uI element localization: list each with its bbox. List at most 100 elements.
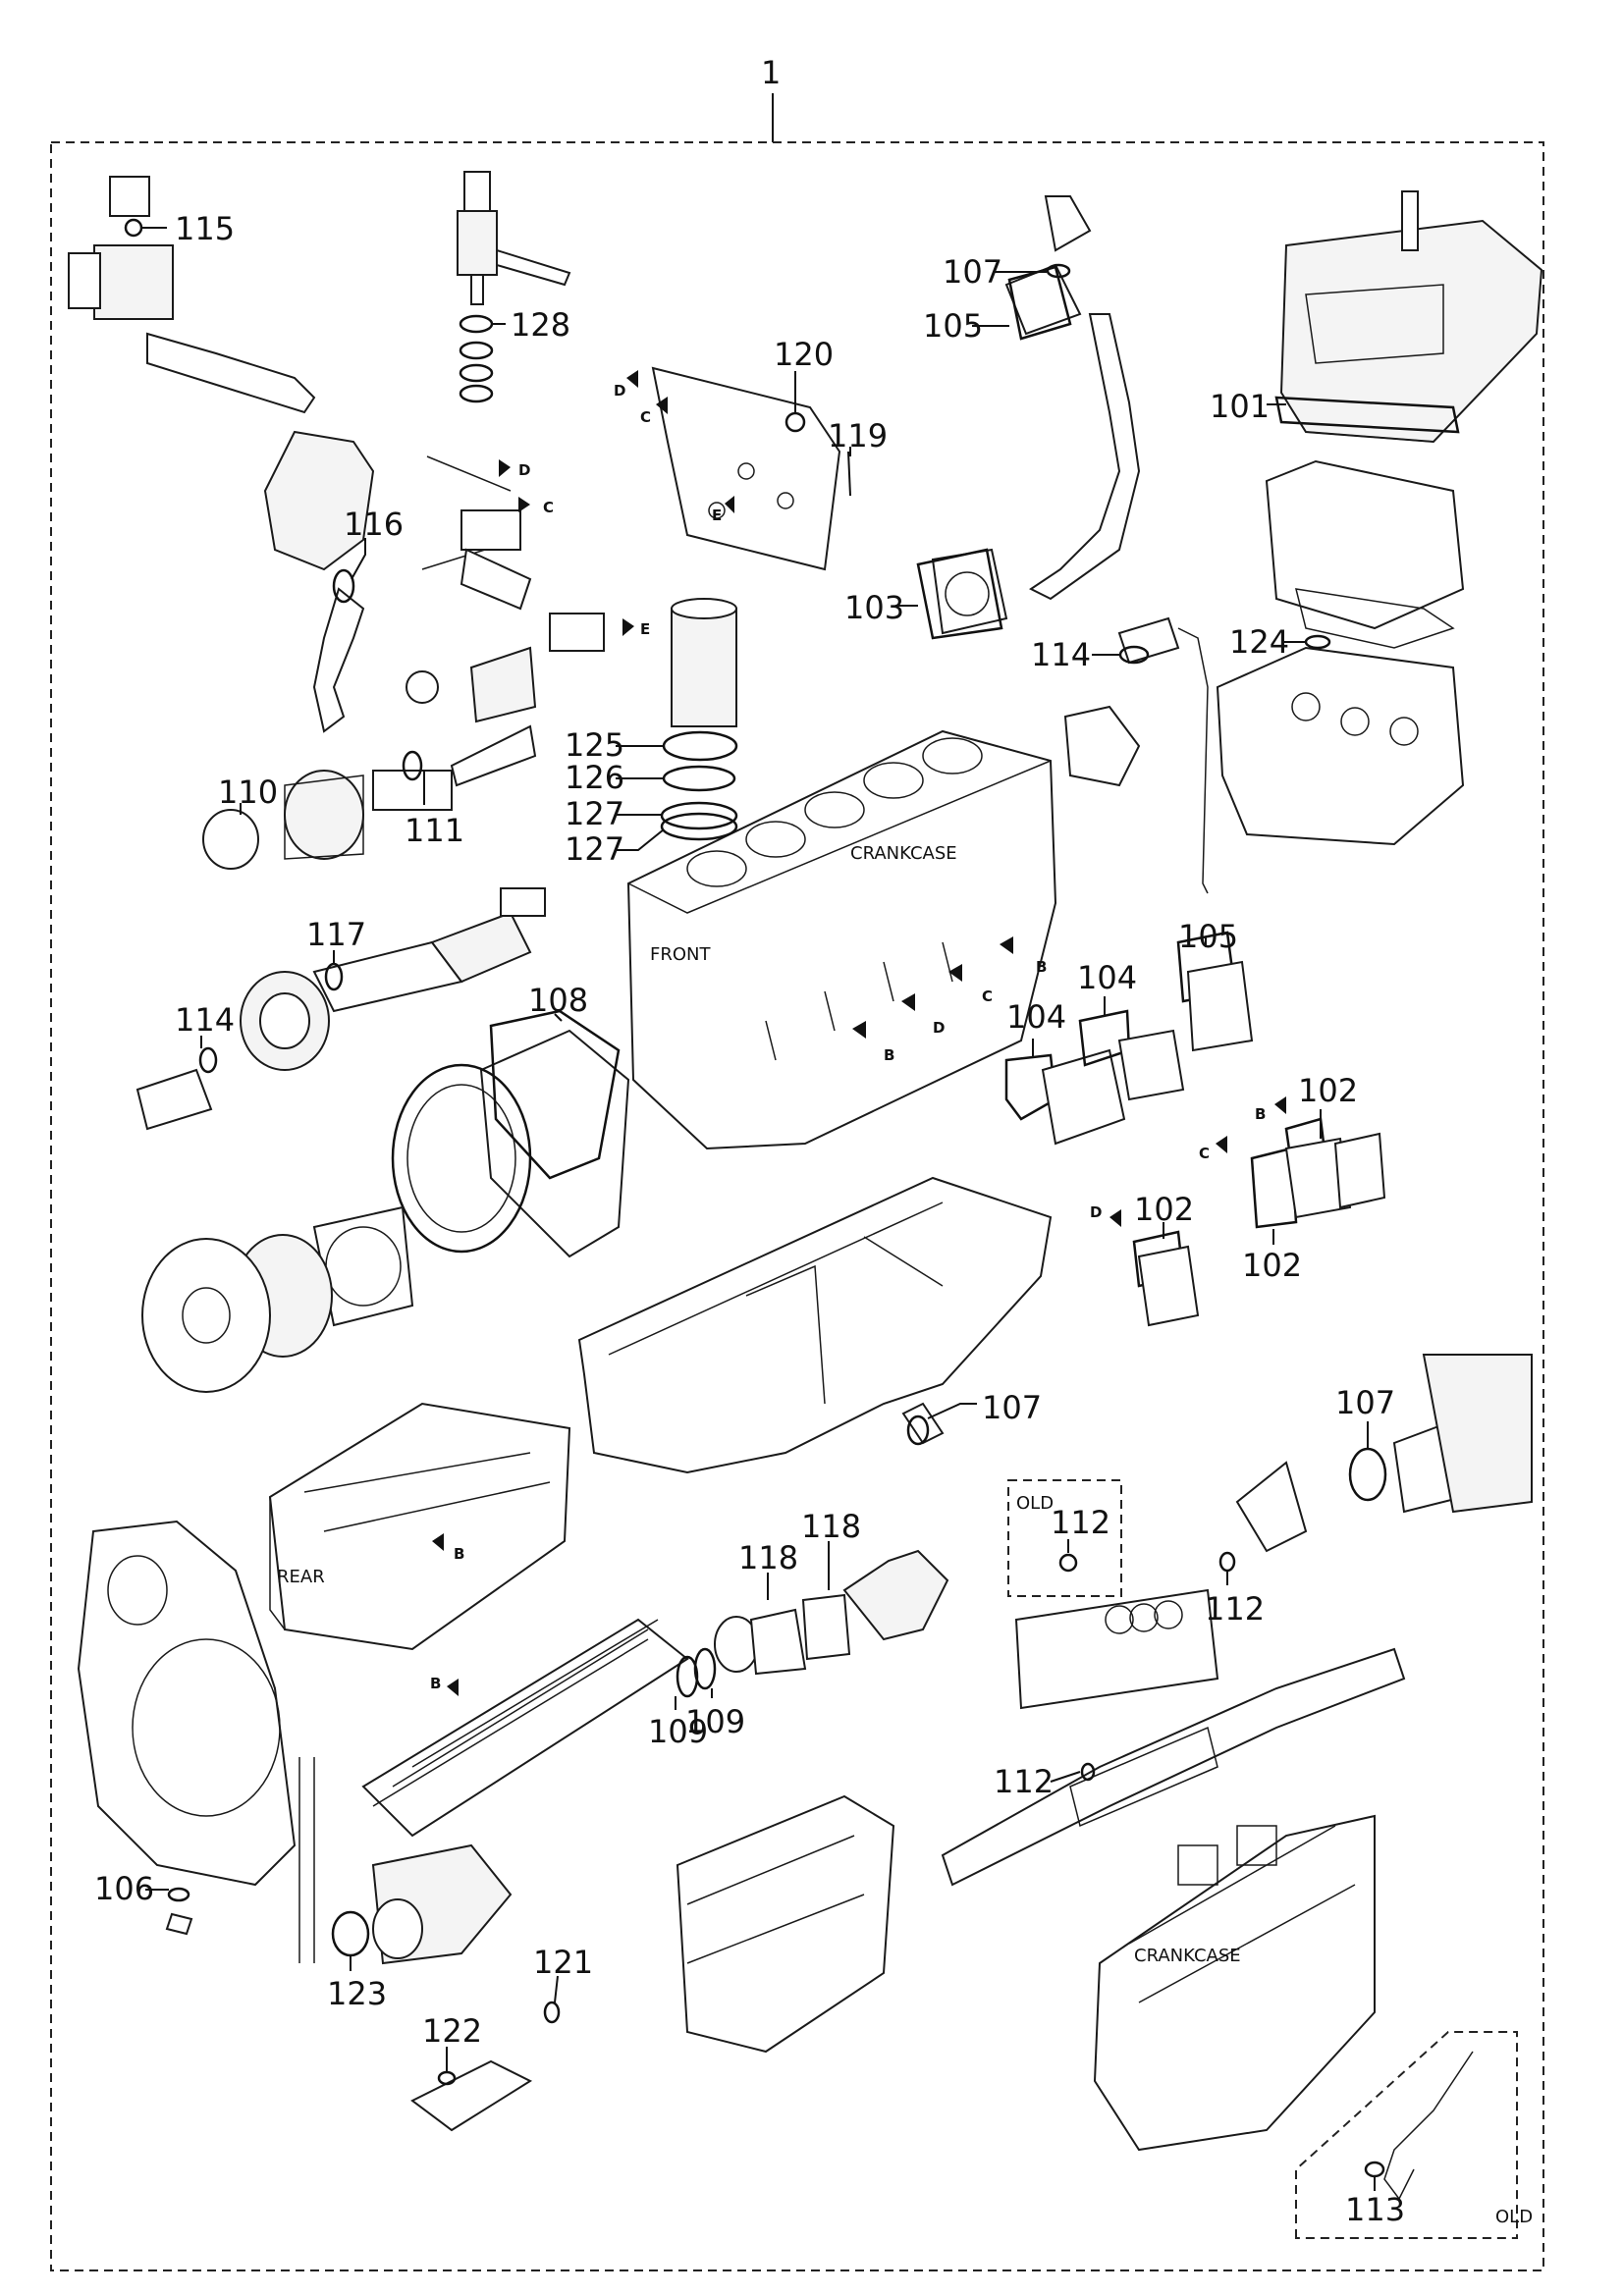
pin-119 bbox=[847, 451, 851, 497]
old-box-upper bbox=[1007, 1479, 1122, 1597]
callout-116: 116 bbox=[344, 506, 404, 543]
plug-120 bbox=[784, 411, 806, 433]
callout-102c: 102 bbox=[1242, 1247, 1302, 1284]
mark-d-top: D bbox=[614, 382, 625, 400]
arrow-mark-b-rear bbox=[432, 1533, 444, 1551]
o-ring-114-left bbox=[198, 1046, 218, 1074]
label-rear: REAR bbox=[277, 1567, 325, 1587]
arrow-mark-b-block bbox=[1000, 936, 1013, 954]
exhaust-manifold bbox=[941, 1588, 1406, 1887]
arrow-mark-e-plate bbox=[725, 496, 734, 513]
o-ring-128d bbox=[459, 384, 494, 403]
arrow-mark-b-right bbox=[1274, 1096, 1286, 1114]
kit-number-label: 1 bbox=[761, 54, 781, 91]
arrow-mark-d-top bbox=[626, 370, 638, 388]
gasket-101 bbox=[1274, 396, 1460, 434]
water-outlet-assembly bbox=[68, 176, 375, 733]
o-ring-121 bbox=[543, 2001, 561, 2024]
callout-107a: 107 bbox=[943, 253, 1002, 291]
callouts: 101 102 102 102 103 104 104 105 105 106 … bbox=[94, 210, 1405, 2228]
injector-assembly bbox=[457, 171, 571, 305]
o-ring-113 bbox=[1364, 2161, 1385, 2178]
intake-elbow-and-gaskets bbox=[714, 1549, 949, 1676]
mark-d-block: D bbox=[933, 1019, 945, 1037]
o-ring-112-lower bbox=[1080, 1762, 1096, 1782]
engine-rear-view bbox=[268, 1402, 571, 1651]
callout-127a: 127 bbox=[565, 795, 624, 832]
label-crankcase-bottom: CRANKCASE bbox=[1134, 1946, 1241, 1966]
o-ring-112-right bbox=[1218, 1551, 1236, 1573]
callout-105b: 105 bbox=[1178, 918, 1238, 955]
mark-c-block: C bbox=[982, 988, 993, 1005]
o-ring-122 bbox=[437, 2070, 457, 2086]
callout-105a: 105 bbox=[923, 307, 983, 345]
callout-127b: 127 bbox=[565, 830, 624, 868]
callout-101: 101 bbox=[1210, 388, 1270, 425]
label-old-upper: OLD bbox=[1016, 1493, 1054, 1514]
callout-110: 110 bbox=[218, 774, 278, 811]
o-ring-126 bbox=[662, 765, 736, 792]
crankcase-block-lower bbox=[1093, 1814, 1376, 2152]
callout-118a: 118 bbox=[738, 1539, 798, 1576]
callout-102b: 102 bbox=[1134, 1191, 1194, 1228]
coolant-pipe-assembly bbox=[931, 195, 1209, 894]
arrow-mark-e-mid bbox=[622, 618, 634, 636]
mark-b-manifold: B bbox=[430, 1675, 441, 1692]
mark-d-right: D bbox=[1090, 1203, 1102, 1221]
callout-109b: 109 bbox=[685, 1703, 745, 1740]
arrow-mark-c-block bbox=[948, 964, 962, 982]
callout-118b: 118 bbox=[801, 1508, 861, 1545]
gasket-108 bbox=[489, 1009, 621, 1180]
arrow-mark-b-manifold bbox=[447, 1679, 459, 1696]
o-ring-107-pan bbox=[906, 1415, 930, 1446]
arrow-mark-c-mid bbox=[518, 497, 530, 512]
mark-b-rear: B bbox=[454, 1545, 464, 1563]
callout-126: 126 bbox=[565, 759, 624, 796]
o-ring-106 bbox=[167, 1887, 190, 1902]
side-covers-102 bbox=[1132, 1117, 1386, 1327]
arrow-mark-c-top bbox=[656, 397, 668, 414]
kit-boundary-frame bbox=[50, 141, 1544, 2271]
callout-104b: 104 bbox=[1077, 959, 1137, 996]
starter-motor bbox=[371, 1843, 513, 1965]
o-ring-124 bbox=[1304, 634, 1331, 650]
callout-107b: 107 bbox=[982, 1389, 1042, 1426]
o-ring-127a bbox=[660, 801, 738, 830]
callout-121: 121 bbox=[533, 1944, 593, 1981]
callout-120: 120 bbox=[774, 336, 834, 373]
arrow-mark-d-mid bbox=[499, 459, 511, 477]
callout-111: 111 bbox=[405, 812, 464, 849]
o-ring-123 bbox=[331, 1910, 370, 1957]
label-old-lower: OLD bbox=[1495, 2207, 1533, 2227]
callout-104a: 104 bbox=[1006, 998, 1066, 1036]
callout-119: 119 bbox=[828, 417, 888, 454]
arrow-mark-d-right bbox=[1109, 1209, 1121, 1227]
o-ring-111 bbox=[402, 750, 423, 781]
callout-103: 103 bbox=[844, 589, 904, 626]
callout-102a: 102 bbox=[1298, 1072, 1358, 1109]
arrow-mark-b-block2 bbox=[852, 1021, 866, 1039]
cylinder-liner bbox=[671, 598, 737, 727]
o-ring-125 bbox=[662, 730, 738, 762]
gasket-102c bbox=[1250, 1147, 1298, 1229]
mark-b-block2: B bbox=[884, 1046, 894, 1064]
mark-b-right: B bbox=[1255, 1105, 1266, 1123]
gasket-103 bbox=[916, 548, 1003, 640]
gasket-104a bbox=[1004, 1053, 1057, 1121]
mark-e-mid: E bbox=[640, 620, 650, 638]
o-ring-128b bbox=[459, 341, 494, 360]
mark-d-mid: D bbox=[518, 461, 530, 479]
callout-106: 106 bbox=[94, 1870, 154, 1907]
mark-b-block: B bbox=[1036, 958, 1047, 976]
arrow-mark-d-block bbox=[901, 993, 915, 1011]
callout-123: 123 bbox=[327, 1975, 387, 2012]
callout-112a: 112 bbox=[1051, 1504, 1110, 1541]
front-cover-and-pulley bbox=[141, 1029, 630, 1393]
callout-108: 108 bbox=[528, 982, 588, 1019]
mark-c-mid: C bbox=[543, 499, 554, 516]
label-front: FRONT bbox=[650, 944, 711, 965]
callout-107c: 107 bbox=[1335, 1384, 1395, 1421]
callout-112c: 112 bbox=[994, 1763, 1054, 1800]
o-ring-112-old bbox=[1058, 1553, 1078, 1573]
